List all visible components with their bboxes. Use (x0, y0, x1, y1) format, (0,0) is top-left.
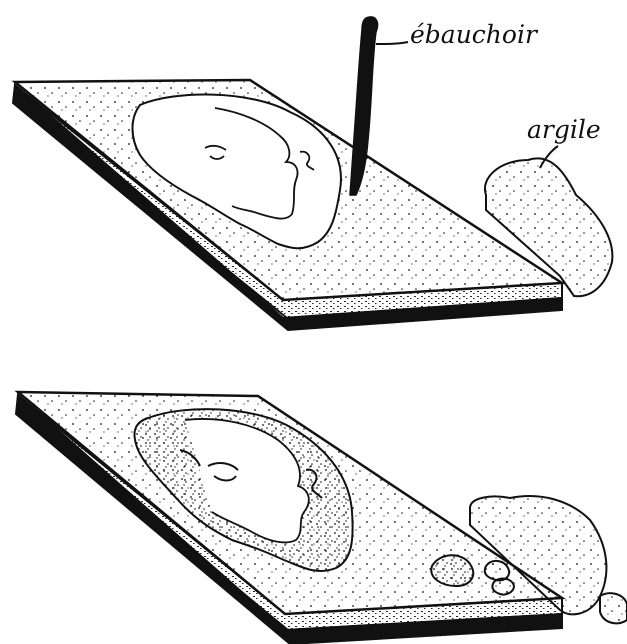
argile-label: argile (527, 117, 601, 142)
bottom-scene (16, 392, 627, 644)
ebauchoir-label: ébauchoir (410, 22, 537, 47)
clay-pellet-3 (492, 579, 514, 595)
tool-leader (376, 42, 408, 44)
clay-pellet-1 (431, 555, 473, 586)
clay-pellet-2 (485, 561, 509, 580)
top-scene (13, 17, 612, 330)
clay-piece-corner (600, 593, 627, 623)
